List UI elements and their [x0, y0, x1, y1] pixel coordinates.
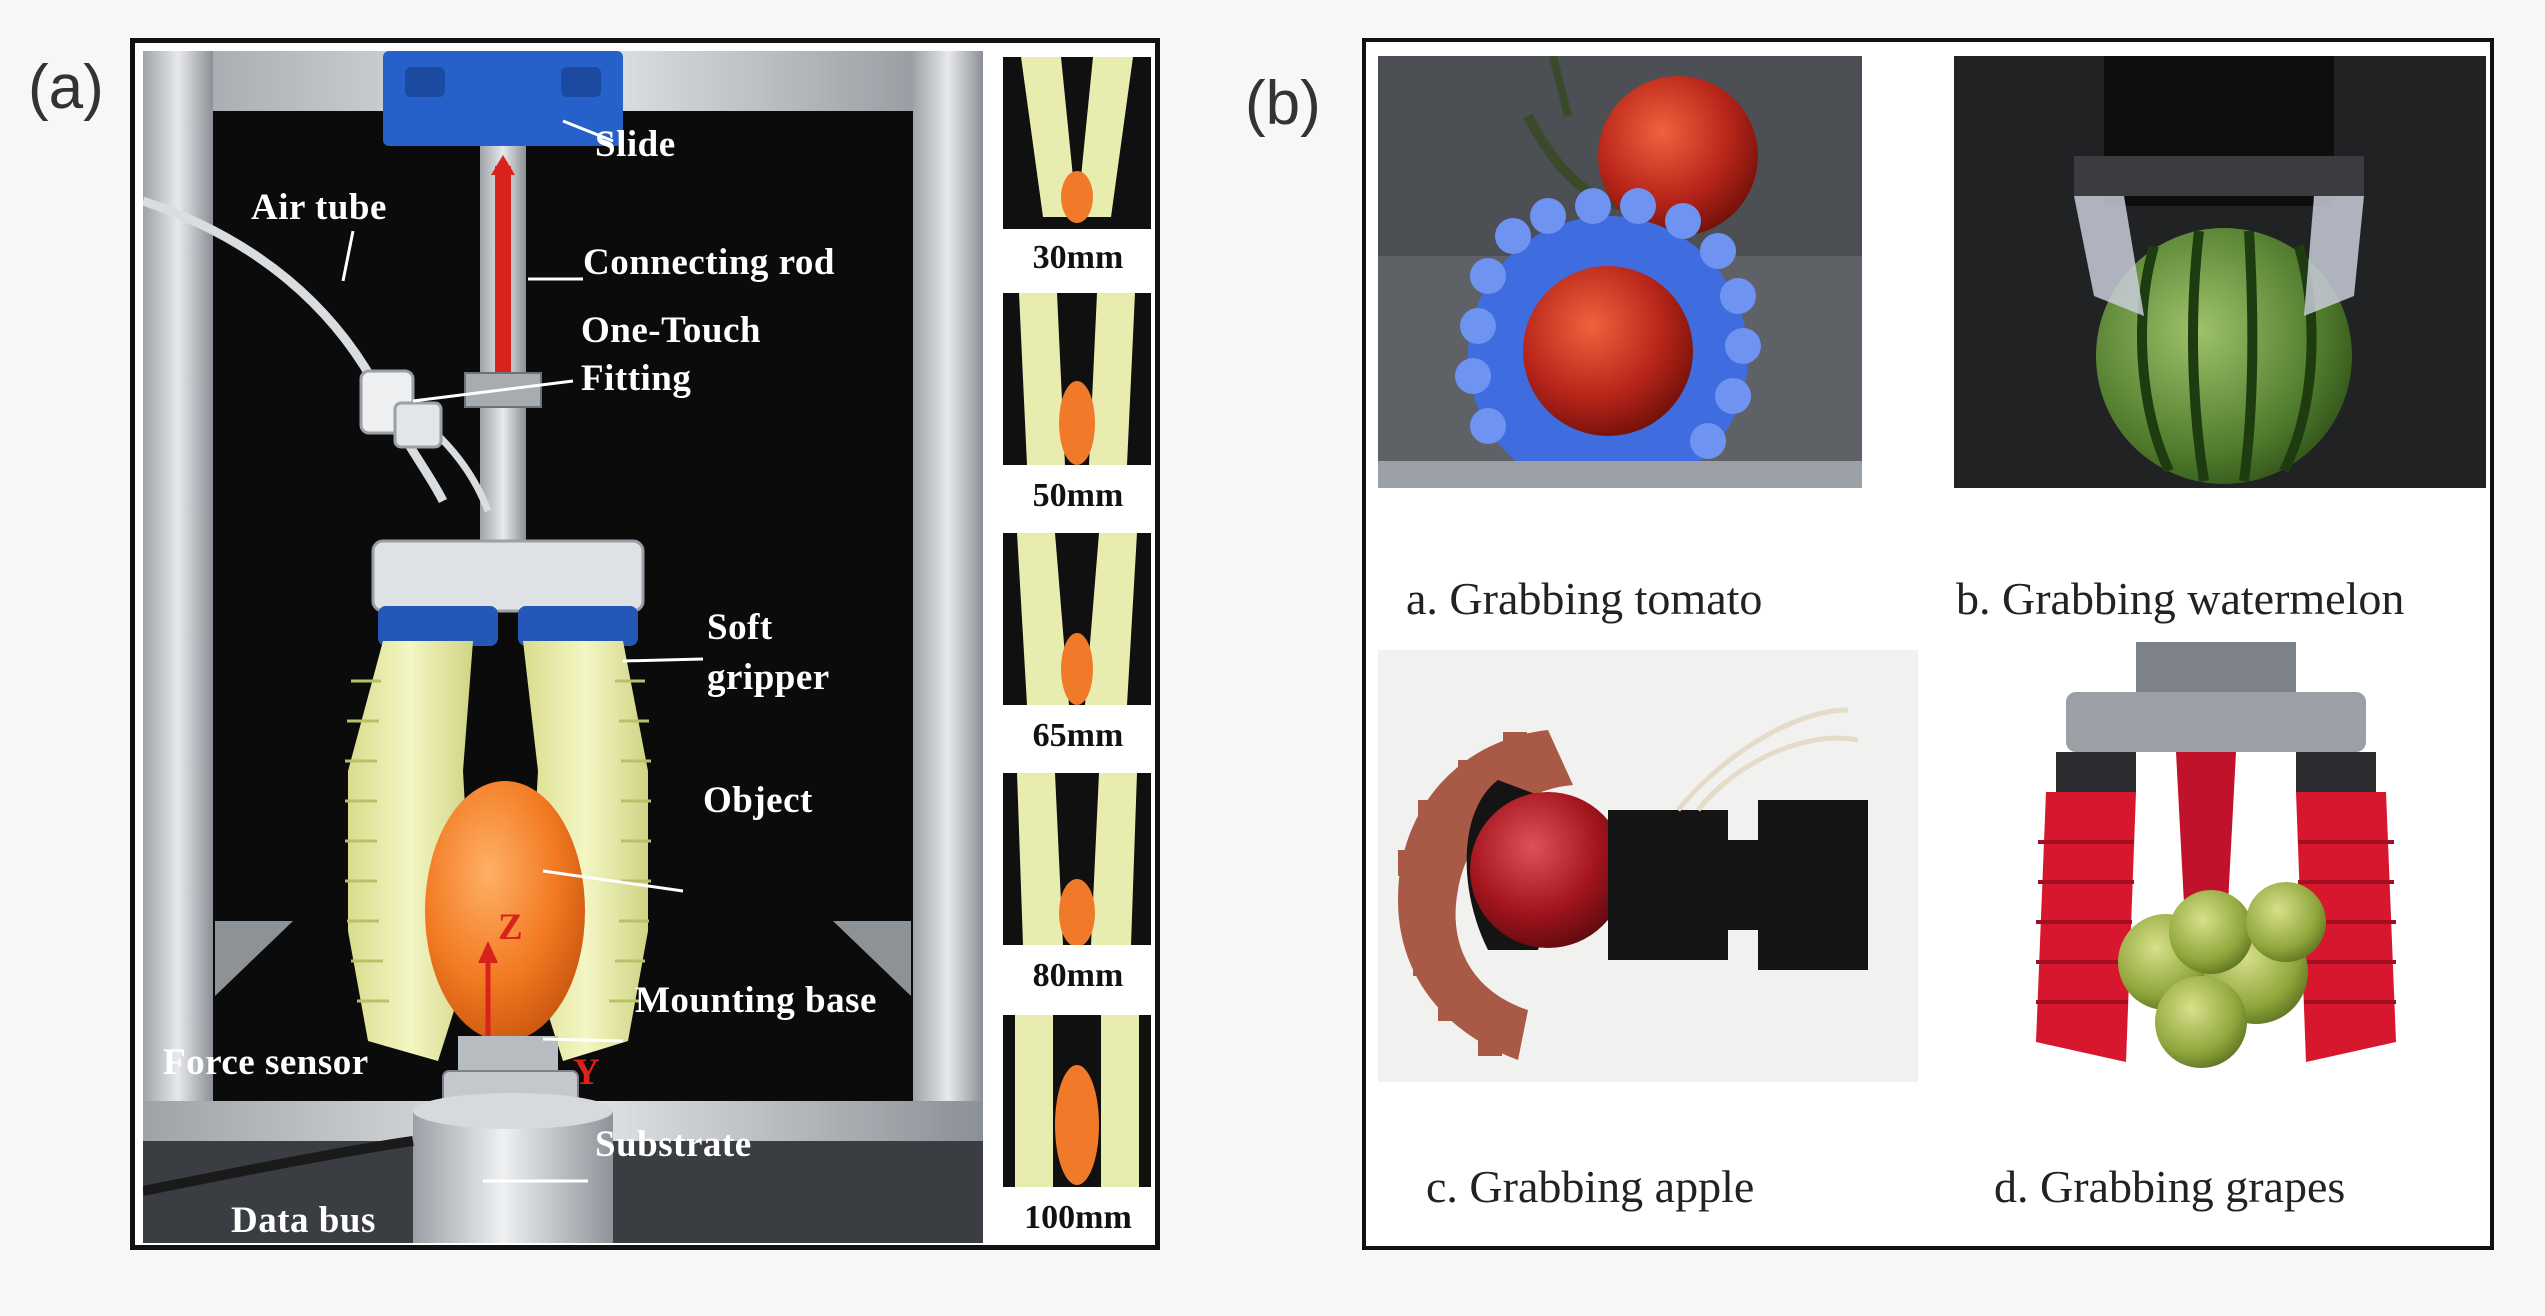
label-mounting-base: Mounting base [635, 980, 877, 1021]
caption-grabbing-apple: c. Grabbing apple [1426, 1161, 1755, 1212]
label-axis-y: Y [573, 1052, 601, 1093]
experimental-setup-photo: Slide Connecting rod Air tube One-Touch … [143, 51, 983, 1243]
label-axis-z: Z [498, 907, 524, 948]
thumbnail-label-100mm: 100mm [1024, 1199, 1132, 1236]
thumbnail-50mm [1003, 293, 1151, 465]
thumbnail-label-80mm: 80mm [1032, 957, 1124, 994]
thumbnail-label-30mm: 30mm [1032, 239, 1124, 276]
photo-grabbing-apple [1378, 650, 1918, 1082]
label-object: Object [703, 780, 813, 821]
photo-grabbing-watermelon [1954, 56, 2486, 488]
panel-b-figure: a. Grabbing tomato b. Grabbing watermelo… [1362, 38, 2494, 1250]
panel-a-figure: Slide Connecting rod Air tube One-Touch … [130, 38, 1160, 1250]
caption-grabbing-watermelon: b. Grabbing watermelon [1956, 573, 2405, 624]
thumbnail-label-50mm: 50mm [1032, 477, 1124, 514]
thumbnail-80mm [1003, 773, 1151, 945]
setup-illustration [143, 51, 983, 1243]
label-one-touch-line1: One-Touch [581, 310, 761, 351]
caption-grabbing-grapes: d. Grabbing grapes [1994, 1161, 2346, 1212]
caption-grabbing-tomato: a. Grabbing tomato [1406, 573, 1763, 624]
label-soft-line1: Soft [707, 607, 773, 648]
photo-grabbing-tomato [1378, 56, 1862, 488]
thumbnail-label-65mm: 65mm [1032, 717, 1124, 754]
panel-a-label: (a) [28, 53, 104, 122]
label-slide: Slide [595, 124, 676, 165]
label-substrate: Substrate [595, 1124, 752, 1165]
label-soft-line2: gripper [707, 657, 830, 698]
label-force-sensor: Force sensor [163, 1042, 369, 1083]
label-data-bus: Data bus [231, 1200, 376, 1241]
thumbnail-65mm [1003, 533, 1151, 705]
label-air-tube: Air tube [251, 187, 387, 228]
label-one-touch-line2: Fitting [581, 358, 692, 399]
label-connecting-rod: Connecting rod [583, 242, 835, 283]
photo-grabbing-grapes [1986, 642, 2456, 1102]
thumbnail-100mm [1003, 1015, 1151, 1187]
thumbnail-30mm [1003, 57, 1151, 229]
panel-b-label: (b) [1245, 69, 1321, 138]
